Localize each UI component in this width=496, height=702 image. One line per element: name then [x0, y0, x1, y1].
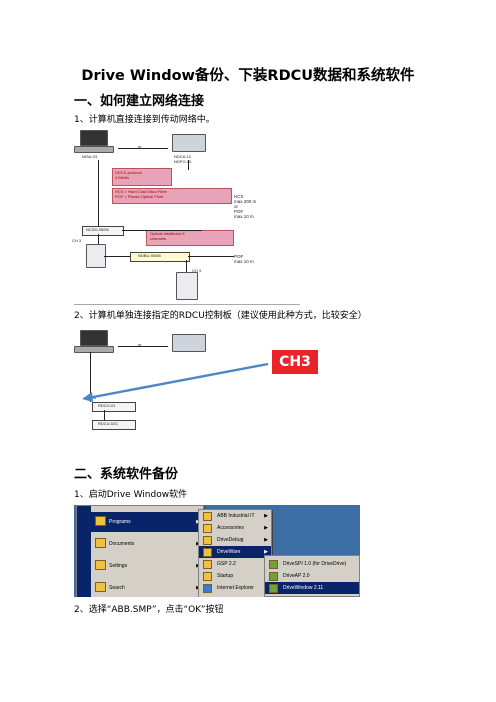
driveware-submenu: DriveSPI 1.0 (for DriveDrive) DriveAP 2.…: [264, 555, 360, 597]
menu-settings[interactable]: Settings▶: [91, 556, 203, 576]
menu-driveap[interactable]: DriveAP 2.0: [265, 570, 359, 582]
step-direct-connect: 1、计算机直接连接到传动网络中。: [74, 115, 215, 125]
desktop-computer-icon: [80, 130, 108, 146]
arrow-icon: [82, 362, 269, 402]
start-menu-screenshot: Programs▶ Documents▶ Settings▶ Search▶ A…: [74, 505, 360, 597]
folder-icon: [203, 548, 212, 557]
pof-distance-label: POF max 10 m: [234, 254, 254, 264]
menu-ie[interactable]: Internet Explorer: [199, 582, 271, 594]
app-icon: [269, 584, 278, 593]
app-icon: [269, 560, 278, 569]
network-diagram-1: NISA-03 or NDCA-12 NDPO-10 DDCS-protocol…: [68, 126, 298, 302]
menu-drivewindow[interactable]: DriveWindow 2.11: [265, 582, 359, 594]
start-menu: Programs▶ Documents▶ Settings▶ Search▶: [76, 505, 204, 597]
menu-search[interactable]: Search▶: [91, 578, 203, 597]
menu-accessories[interactable]: Accessories▶: [199, 522, 271, 534]
programs-submenu: ABB Industrial IT▶ Accessories▶ DriveDeb…: [198, 509, 272, 597]
ndbu-box: [130, 252, 190, 262]
start-menu-sidebar: [77, 506, 91, 597]
ncda-label: NDCA-12 NDPO-10: [174, 154, 192, 164]
internet-explorer-icon: [203, 584, 212, 593]
section-heading-backup: 二、系统软件备份: [74, 467, 179, 482]
folder-icon: [203, 536, 212, 545]
folder-icon: [203, 512, 212, 521]
menu-startup[interactable]: Startup▶: [199, 570, 271, 582]
folder-icon: [203, 572, 212, 581]
drive-cabinet-icon-2: [176, 272, 198, 300]
section-heading-network: 一、如何建立网络连接: [74, 94, 205, 109]
nisa-label: NISA-03: [82, 154, 98, 159]
ncsd-box: [82, 226, 124, 236]
rdco-box: [92, 402, 136, 412]
step-single-rdcu: 2、计算机单独连接指定的RDCU控制板（建议使用此种方式，比较安全）: [74, 311, 367, 321]
search-icon: [95, 582, 106, 592]
documents-icon: [95, 538, 106, 548]
menu-gsp[interactable]: GSP 2.2▶: [199, 558, 271, 570]
folder-icon: [203, 560, 212, 569]
or-label: or: [138, 144, 142, 149]
laptop-icon: [172, 134, 206, 152]
menu-driveware[interactable]: DriveWare▶: [199, 546, 271, 558]
settings-icon: [95, 560, 106, 570]
keyboard-icon: [74, 146, 114, 153]
document-title: Drive Window备份、下装RDCU数据和系统软件: [81, 68, 415, 84]
ddcs-protocol-box: [112, 168, 172, 186]
keyboard-icon: [74, 346, 114, 353]
menu-drivespi[interactable]: DriveSPI 1.0 (for DriveDrive): [265, 558, 359, 570]
fibre-type-box: [112, 188, 232, 204]
step-select-smp: 2、选择“ABB.SMP”，点击“OK”按钮: [74, 605, 224, 615]
laptop-icon: [172, 334, 206, 352]
menu-drivedebug[interactable]: DriveDebug▶: [199, 534, 271, 546]
step-launch: 1、启动Drive Window软件: [74, 490, 188, 500]
app-icon: [269, 572, 278, 581]
menu-documents[interactable]: Documents▶: [91, 534, 203, 554]
menu-programs[interactable]: Programs▶: [91, 512, 203, 532]
folder-icon: [203, 524, 212, 533]
drive-cabinet-icon-1: [86, 244, 106, 268]
network-diagram-2: or CH3 RDCO-01 RDCU-02C CH3: [68, 324, 338, 436]
menu-abb[interactable]: ABB Industrial IT▶: [199, 510, 271, 522]
programs-icon: [95, 516, 106, 526]
ch3-callout: CH3: [272, 350, 318, 374]
hcs-distance-label: HCS max 200 m or POF max 10 m: [234, 194, 257, 219]
rdcu-box: [92, 420, 136, 430]
desktop-computer-icon: [80, 330, 108, 346]
